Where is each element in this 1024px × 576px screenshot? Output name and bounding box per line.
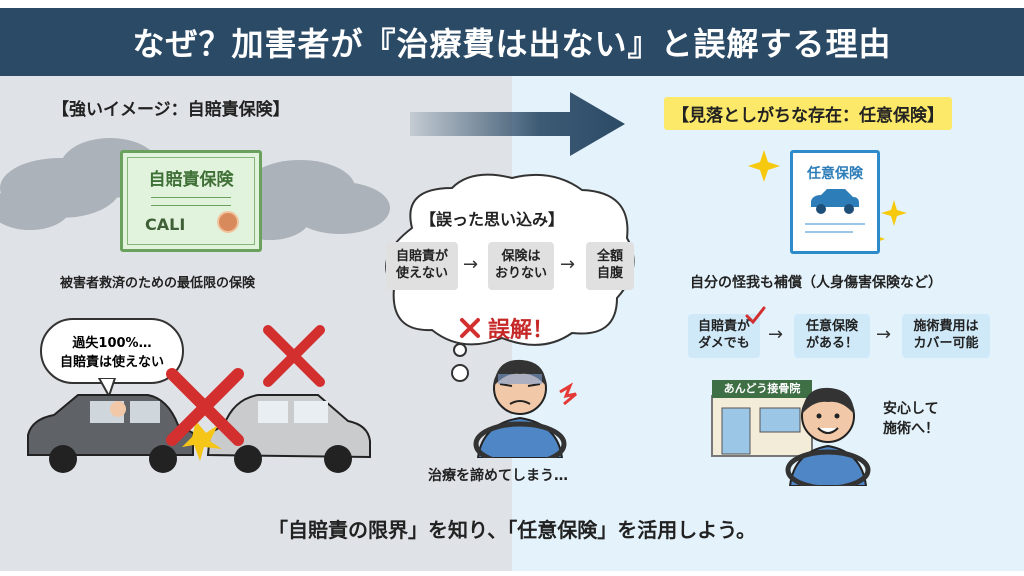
right-flow-step-3: 施術費用は カバー可能 — [902, 314, 990, 358]
right-tag: 【見落としがちな存在：任意保険】 — [664, 97, 952, 130]
driver-speech-bubble: 過失100%… 自賠責は使えない — [40, 318, 184, 384]
misconception-title: 【誤った思い込み】 — [420, 210, 565, 229]
bottom-message: 「自賠責の限界」を知り、「任意保険」を活用しよう。 — [268, 518, 756, 542]
right-flow-step-1: 自賠責が ダメでも — [688, 314, 760, 358]
happy-driver-icon — [785, 387, 871, 486]
seal-icon — [217, 211, 239, 233]
car-icon — [811, 189, 859, 214]
clinic-sign: あんどう接骨院 — [712, 380, 812, 398]
speech-line-1: 過失100%… — [72, 336, 152, 351]
relief-line-1: 安心して — [883, 401, 939, 417]
red-cross-icon — [166, 368, 244, 446]
left-tag: 【強いイメージ：自賠責保険】 — [52, 100, 290, 120]
right-caption: 自分の怪我も補償（人身傷害保険など） — [690, 275, 942, 291]
thought-dot-icon — [451, 364, 469, 382]
flow-arrow-icon: → — [560, 254, 576, 275]
red-cross-icon — [263, 325, 325, 387]
center-flow-step-1: 自賠責が 使えない — [386, 242, 458, 290]
relief-message: 安心して 施術へ！ — [883, 400, 939, 439]
red-x-icon — [460, 318, 480, 338]
page-title: なぜ？加害者が『治療費は出ない』と誤解する理由 — [0, 8, 1024, 76]
right-flow-step-2: 任意保険 がある！ — [794, 314, 870, 358]
worried-driver-icon — [473, 359, 577, 458]
flow-arrow-icon: → — [876, 324, 892, 345]
flow-arrow-icon: → — [768, 324, 784, 345]
relief-line-2: 施術へ！ — [883, 420, 939, 437]
left-caption: 被害者救済のための最低限の保険 — [60, 276, 256, 291]
certificate-code: CALI — [145, 215, 186, 234]
voluntary-insurance-document: 任意保険 — [790, 150, 880, 254]
document-title: 任意保険 — [807, 166, 863, 182]
flow-arrow-icon: → — [463, 254, 479, 275]
mistake-label: 誤解！ — [488, 318, 555, 343]
car-collision-icon — [27, 394, 371, 473]
red-check-icon — [745, 306, 766, 325]
transition-arrow-icon — [410, 92, 625, 156]
speech-line-2: 自賠責は使えない — [59, 355, 164, 370]
center-caption: 治療を諦めてしまう… — [428, 468, 568, 484]
center-flow-step-3: 全額 自腹 — [586, 242, 634, 290]
cali-certificate: 自賠責保険 CALI — [120, 150, 262, 252]
certificate-title: 自賠責保険 — [148, 170, 234, 190]
speech-tail-icon — [97, 378, 117, 398]
center-flow-step-2: 保険は おりない — [488, 242, 554, 290]
